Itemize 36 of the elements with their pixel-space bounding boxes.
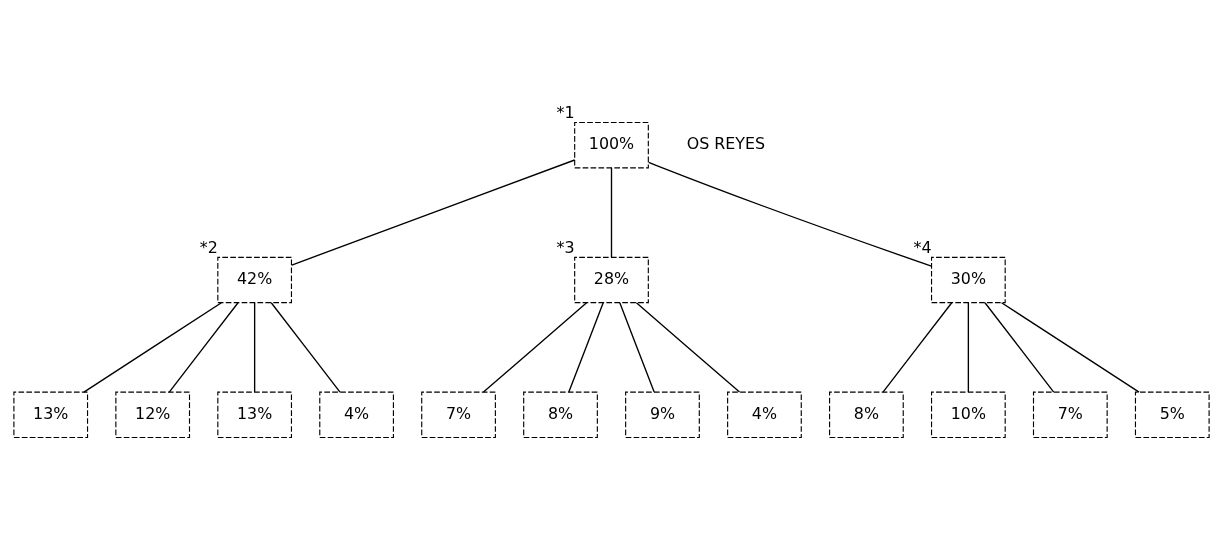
node-box: 10% [930,391,1006,439]
connector [619,302,655,393]
connector [1000,302,1140,393]
node-label: *4 [913,238,932,258]
connector [291,159,576,266]
connector [270,302,341,393]
node-box: 42% [217,256,293,304]
node-box: 13% [217,391,293,439]
node-label: *3 [556,238,575,258]
node-box: 4% [727,391,802,439]
connector [967,302,970,393]
node-box: 9% [625,391,700,439]
connector [482,302,588,393]
node-box: 100% [574,121,649,169]
connector [610,167,613,258]
node-box: 12% [115,391,191,439]
node-box: 5% [1134,391,1210,439]
connector [635,302,741,393]
node-box: 7% [1032,391,1108,439]
connector [83,302,223,393]
connector [882,302,953,393]
connector [648,161,933,267]
connector [253,302,256,393]
node-box: 13% [13,391,89,439]
node-label: *1 [556,103,575,123]
node-label: *2 [199,238,218,258]
label: OS REYES [686,134,766,154]
node-box: 7% [421,391,496,439]
node-box: 8% [829,391,904,439]
node-box: 8% [523,391,598,439]
connector [984,302,1055,393]
node-box: 4% [319,391,394,439]
node-box: 30% [930,256,1006,304]
connector [168,302,239,393]
node-box: 28% [574,256,649,304]
connector [568,302,604,393]
